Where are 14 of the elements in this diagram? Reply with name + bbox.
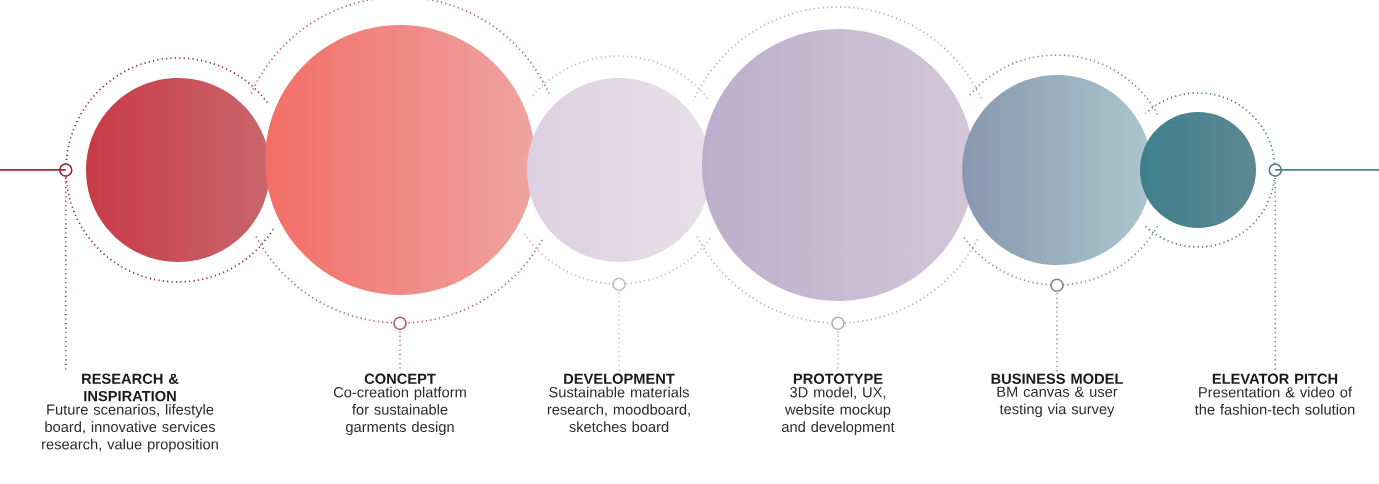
dotted-ring xyxy=(963,54,1159,293)
stage-text: ELEVATOR PITCH Presentation & video of the fashion-tech solution xyxy=(1194,373,1355,415)
timeline-line xyxy=(1274,169,1379,171)
stage-text: CONCEPT Co-creation platform for sustainable garments design xyxy=(333,373,466,435)
dotted-ring xyxy=(58,57,274,283)
dotted-ring xyxy=(692,6,983,331)
stage-text: PROTOTYPE 3D model, UX, website mockup and development xyxy=(781,373,895,435)
dotted-ring xyxy=(523,55,713,292)
dotted-ring xyxy=(249,0,550,331)
stage-text: DEVELOPMENT Sustainable materials research, moodboard, sketches board xyxy=(547,373,690,433)
timeline-line xyxy=(0,169,67,171)
stage-text: BUSINESS MODEL BM canvas & user testing via survey xyxy=(991,373,1123,418)
stage-text: RESEARCH & INSPIRATION Future scenarios, lifestyle board, innovative services research, value proposition xyxy=(42,373,218,453)
leader-line xyxy=(1056,292,1058,373)
